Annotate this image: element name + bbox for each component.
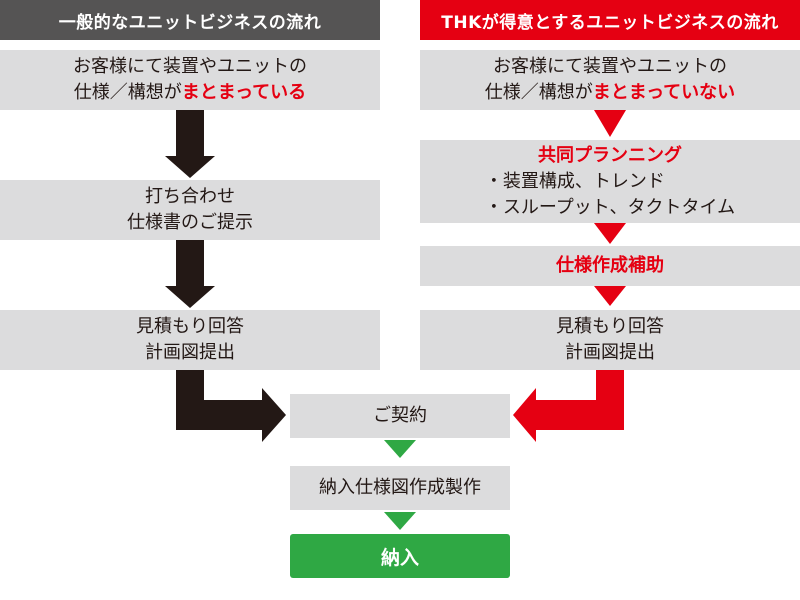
- right-arrow-2: [594, 223, 626, 244]
- right-step1-line2-prefix: 仕様／構想が: [484, 82, 593, 103]
- right-step1-emphasis: まとまっていない: [592, 82, 736, 103]
- right-step4-line2: 計画図提出: [565, 342, 655, 363]
- left-elbow-arrow: [176, 370, 286, 442]
- left-step-specs-defined: お客様にて装置やユニットの 仕様／構想がまとまっている: [0, 50, 380, 110]
- left-step3-line2: 計画図提出: [145, 342, 235, 363]
- right-step-specs-undefined: お客様にて装置やユニットの 仕様／構想がまとまっていない: [420, 50, 800, 110]
- right-step2-item1: ・装置構成、トレンド: [484, 170, 665, 192]
- left-step-meeting: 打ち合わせ 仕様書のご提示: [0, 180, 380, 240]
- left-arrow-1: [165, 110, 215, 178]
- right-step-spec-assist: 仕様作成補助: [420, 246, 800, 286]
- left-step1-emphasis: まとまっている: [181, 82, 307, 103]
- right-step1-line2: 仕様／構想がまとまっていない: [485, 80, 735, 106]
- contract-box: ご契約: [290, 394, 510, 438]
- left-step1-line2: 仕様／構想がまとまっている: [74, 80, 306, 106]
- right-step1-line1: お客様にて装置やユニットの: [493, 56, 727, 77]
- right-step2-item2: ・スループット、タクトタイム: [484, 196, 736, 218]
- left-step-quote: 見積もり回答 計画図提出: [0, 310, 380, 370]
- right-step-joint-planning: 共同プランニング ・装置構成、トレンド ・スループット、タクトタイム: [420, 140, 800, 223]
- left-header-title: 一般的なユニットビジネスの流れ: [58, 12, 322, 33]
- green-arrow-2: [384, 512, 416, 530]
- green-arrow-1: [384, 440, 416, 458]
- left-step1-line1: お客様にて装置やユニットの: [73, 56, 307, 77]
- production-label: 納入仕様図作成製作: [319, 477, 481, 498]
- right-step2-title: 共同プランニング: [538, 144, 682, 166]
- right-arrow-3: [594, 286, 626, 306]
- left-arrow-2: [165, 240, 215, 308]
- left-step2-line1: 打ち合わせ: [145, 186, 235, 207]
- right-header-title: THKが得意とするユニットビジネスの流れ: [441, 12, 779, 33]
- right-arrow-1: [594, 110, 626, 137]
- delivery-box: 納入: [290, 534, 510, 578]
- left-step2-line2: 仕様書のご提示: [127, 212, 253, 233]
- right-elbow-arrow: [513, 370, 624, 442]
- right-step3-title: 仕様作成補助: [556, 255, 664, 276]
- right-step-quote: 見積もり回答 計画図提出: [420, 310, 800, 370]
- production-box: 納入仕様図作成製作: [290, 466, 510, 510]
- right-step2-items: ・装置構成、トレンド ・スループット、タクトタイム: [485, 169, 735, 221]
- delivery-label: 納入: [380, 546, 419, 569]
- left-header: 一般的なユニットビジネスの流れ: [0, 0, 380, 40]
- right-header: THKが得意とするユニットビジネスの流れ: [420, 0, 800, 40]
- right-step4-line1: 見積もり回答: [556, 316, 664, 337]
- left-step1-line2-prefix: 仕様／構想が: [73, 82, 182, 103]
- contract-label: ご契約: [373, 405, 427, 426]
- left-step3-line1: 見積もり回答: [136, 316, 244, 337]
